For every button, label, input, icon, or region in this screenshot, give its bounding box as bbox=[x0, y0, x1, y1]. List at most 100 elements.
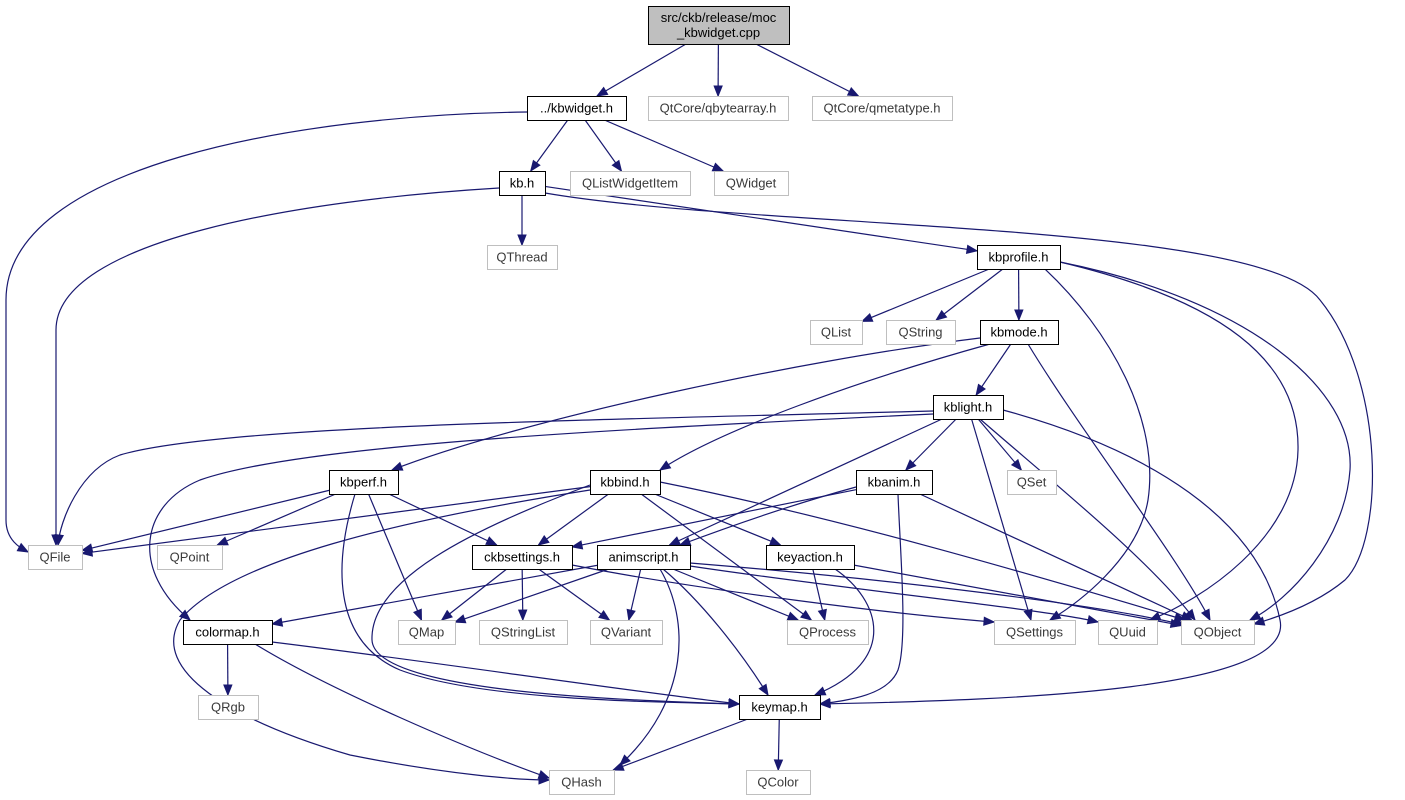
edge-arrowhead-keymap bbox=[728, 698, 741, 708]
edge-arrowhead-kblight bbox=[975, 383, 986, 397]
node-label: ../kbwidget.h bbox=[540, 101, 613, 116]
edge-kbbind-to-qhash bbox=[173, 489, 591, 781]
node-kb[interactable]: kb.h bbox=[499, 171, 546, 196]
node-label: kbmode.h bbox=[990, 325, 1047, 340]
node-kbmode[interactable]: kbmode.h bbox=[980, 320, 1059, 345]
node-label: QUuid bbox=[1109, 625, 1146, 640]
node-qmetatype: QtCore/qmetatype.h bbox=[812, 96, 953, 121]
node-keyaction[interactable]: keyaction.h bbox=[766, 545, 855, 570]
edge-kbperf-to-keymap bbox=[341, 493, 740, 705]
edge-keymap-to-qhash bbox=[612, 718, 749, 771]
edge-arrowhead-kbperf bbox=[390, 461, 404, 471]
node-box bbox=[487, 245, 558, 270]
node-box bbox=[980, 320, 1059, 345]
edge-arrowhead-qhash bbox=[537, 770, 551, 779]
edge-kbanim-to-animscript bbox=[679, 486, 857, 546]
edge-arrowhead-keymap bbox=[813, 686, 827, 696]
node-label: QColor bbox=[757, 775, 799, 790]
node-box bbox=[714, 171, 789, 196]
edge-kblight-to-qobject bbox=[979, 418, 1196, 621]
node-keymap[interactable]: keymap.h bbox=[739, 695, 821, 720]
node-box bbox=[1098, 620, 1158, 645]
edge-arrowhead-qlist bbox=[860, 312, 874, 322]
node-box bbox=[527, 96, 627, 121]
node-box bbox=[766, 545, 855, 570]
edge-arrowhead-qmetatype bbox=[846, 87, 860, 97]
edge-root-to-kbwidget bbox=[596, 43, 687, 97]
edge-kbperf-to-qfile bbox=[81, 489, 330, 552]
node-kbperf[interactable]: kbperf.h bbox=[329, 470, 399, 495]
node-root[interactable]: src/ckb/release/moc_kbwidget.cpp bbox=[648, 6, 790, 45]
node-box bbox=[739, 695, 821, 720]
edge-arrowhead-keyaction bbox=[768, 536, 782, 546]
edge-colormap-to-keymap bbox=[271, 641, 740, 705]
edge-arrowhead-qrgb bbox=[223, 684, 233, 697]
node-label: animscript.h bbox=[608, 550, 678, 565]
node-animscript[interactable]: animscript.h bbox=[597, 545, 691, 570]
edge-kbbind-to-qobject bbox=[659, 481, 1186, 621]
node-box bbox=[183, 620, 273, 645]
edge-ckbsettings-to-qsettings bbox=[571, 564, 995, 623]
edge-arrowhead-qmap bbox=[440, 609, 453, 621]
node-box bbox=[933, 395, 1004, 420]
edge-kblight-to-kbanim bbox=[905, 418, 957, 471]
edge-animscript-to-qobject bbox=[689, 562, 1186, 626]
node-kbwidget[interactable]: ../kbwidget.h bbox=[527, 96, 627, 121]
edge-kbbind-to-qfile bbox=[81, 486, 591, 555]
edge-arrowhead-qobject bbox=[1252, 616, 1266, 626]
node-kblight[interactable]: kblight.h bbox=[933, 395, 1004, 420]
node-qbytearray: QtCore/qbytearray.h bbox=[648, 96, 789, 121]
node-label: kblight.h bbox=[944, 400, 992, 415]
node-qsettings: QSettings bbox=[994, 620, 1076, 645]
edge-kbperf-to-qmap bbox=[367, 493, 423, 621]
edge-kbperf-to-qpoint bbox=[217, 493, 336, 546]
node-qmap: QMap bbox=[398, 620, 456, 645]
node-box bbox=[499, 171, 546, 196]
node-colormap[interactable]: colormap.h bbox=[183, 620, 273, 645]
edge-arrowhead-keymap bbox=[758, 683, 769, 697]
edge-kbprofile-to-quuid bbox=[1059, 261, 1299, 621]
edge-animscript-to-quuid bbox=[689, 565, 1099, 623]
node-label: src/ckb/release/moc bbox=[661, 10, 777, 25]
edge-kbwidget-to-qwidget bbox=[604, 119, 724, 172]
node-label: QPoint bbox=[170, 550, 210, 565]
node-label: QSet bbox=[1017, 475, 1047, 490]
edge-arrowhead-qsettings bbox=[1048, 610, 1062, 621]
node-label: kbbind.h bbox=[600, 475, 649, 490]
node-box bbox=[856, 470, 933, 495]
node-ckbsettings[interactable]: ckbsettings.h bbox=[472, 545, 573, 570]
edge-arrowhead-ckbsettings bbox=[485, 536, 498, 546]
node-label: kbperf.h bbox=[340, 475, 387, 490]
edge-kblight-to-qset bbox=[977, 418, 1022, 471]
edge-arrowhead-qlistwidgetitem bbox=[611, 159, 623, 173]
edge-arrowhead-qobject bbox=[1248, 610, 1262, 621]
edge-kblight-to-qfile bbox=[57, 410, 934, 546]
nodes-layer: src/ckb/release/moc_kbwidget.cpp ../kbwid… bbox=[28, 6, 1255, 795]
edge-arrowhead-qvariant bbox=[598, 610, 611, 621]
node-qrgb: QRgb bbox=[198, 695, 259, 720]
edge-arrowhead-qmap bbox=[413, 608, 422, 622]
edge-animscript-to-qhash bbox=[619, 568, 680, 766]
node-label: QHash bbox=[561, 775, 601, 790]
edge-arrowhead-ckbsettings bbox=[570, 540, 584, 550]
node-kbanim[interactable]: kbanim.h bbox=[856, 470, 933, 495]
node-label: _kbwidget.cpp bbox=[676, 25, 760, 40]
node-label: QStringList bbox=[491, 625, 556, 640]
node-qstring: QString bbox=[886, 320, 956, 345]
node-label: QtCore/qmetatype.h bbox=[823, 101, 940, 116]
edge-kblight-to-animscript bbox=[669, 418, 943, 546]
edge-keyaction-to-qobject bbox=[853, 564, 1182, 626]
node-box bbox=[398, 620, 456, 645]
edge-arrowhead-qfile bbox=[54, 533, 65, 547]
edge-arrowhead-qobject bbox=[1169, 618, 1183, 629]
edge-arrowhead-kbmode bbox=[1014, 309, 1024, 322]
node-box bbox=[590, 470, 661, 495]
node-box bbox=[28, 545, 83, 570]
node-qlist: QList bbox=[810, 320, 863, 345]
node-box bbox=[810, 320, 863, 345]
node-box bbox=[157, 545, 223, 570]
edge-keyaction-to-keymap bbox=[814, 568, 875, 696]
node-kbbind[interactable]: kbbind.h bbox=[590, 470, 661, 495]
node-kbprofile[interactable]: kbprofile.h bbox=[977, 245, 1061, 270]
node-label: keyaction.h bbox=[777, 550, 843, 565]
